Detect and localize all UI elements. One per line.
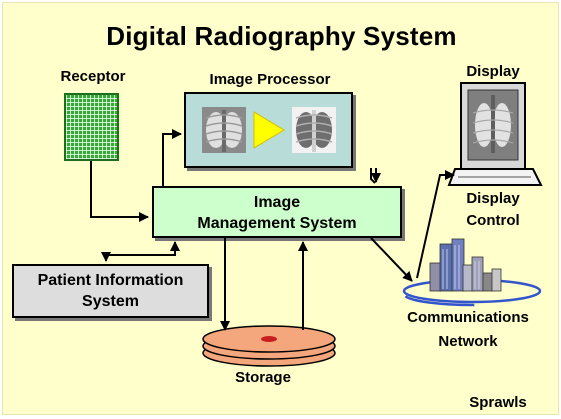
- comms-label-line2: Network: [438, 333, 498, 350]
- display-monitor-icon: [447, 82, 543, 186]
- ims-to-network-arrow: [370, 237, 413, 282]
- connections-and-icons: [90, 82, 543, 367]
- display-label: Display: [466, 63, 520, 80]
- comms-label-line1: Communications: [407, 309, 529, 326]
- patient-information-system-label: Patient Information System: [14, 270, 207, 312]
- communications-network-label: Communications Network: [383, 306, 553, 354]
- image-processor-box: [184, 92, 353, 168]
- processing-arrow-icon: [253, 111, 285, 149]
- image-processor-label: Image Processor: [209, 71, 331, 88]
- receptor-to-ims-arrow: [90, 161, 149, 222]
- raw-chest-xray-icon: [202, 107, 246, 153]
- ims-label-line2: Management System: [197, 215, 357, 232]
- ims-label-line1: Image: [253, 194, 301, 211]
- processed-chest-xray-icon: [292, 107, 336, 153]
- display-control-label: Display Control: [443, 188, 543, 232]
- image-management-system-box: Image Management System: [152, 186, 402, 238]
- display-control-line2: Control: [466, 212, 520, 229]
- network-city-icon: [402, 238, 542, 307]
- storage-label: Storage: [235, 369, 291, 386]
- diagram-title: Digital Radiography System: [106, 21, 457, 51]
- processor-to-ims-line: [370, 168, 376, 184]
- pis-label-line1: Patient Information: [37, 272, 184, 289]
- credit-label: Sprawls: [469, 394, 527, 411]
- diagram-canvas: Digital Radiography System Receptor Imag…: [2, 2, 559, 415]
- network-to-display-arrow: [416, 170, 455, 279]
- ims-to-processor-arrow: [162, 129, 182, 186]
- image-management-system-label: Image Management System: [154, 192, 400, 234]
- image-processor-graphic: [202, 107, 336, 153]
- ims-to-pis-arrow: [101, 242, 176, 262]
- patient-information-system-box: Patient Information System: [12, 264, 209, 318]
- receptor-grid-icon: [64, 93, 119, 161]
- receptor-label: Receptor: [60, 68, 126, 85]
- storage-disk-stack-icon: [202, 325, 336, 367]
- display-control-line1: Display: [466, 190, 520, 207]
- pis-label-line2: System: [82, 293, 139, 310]
